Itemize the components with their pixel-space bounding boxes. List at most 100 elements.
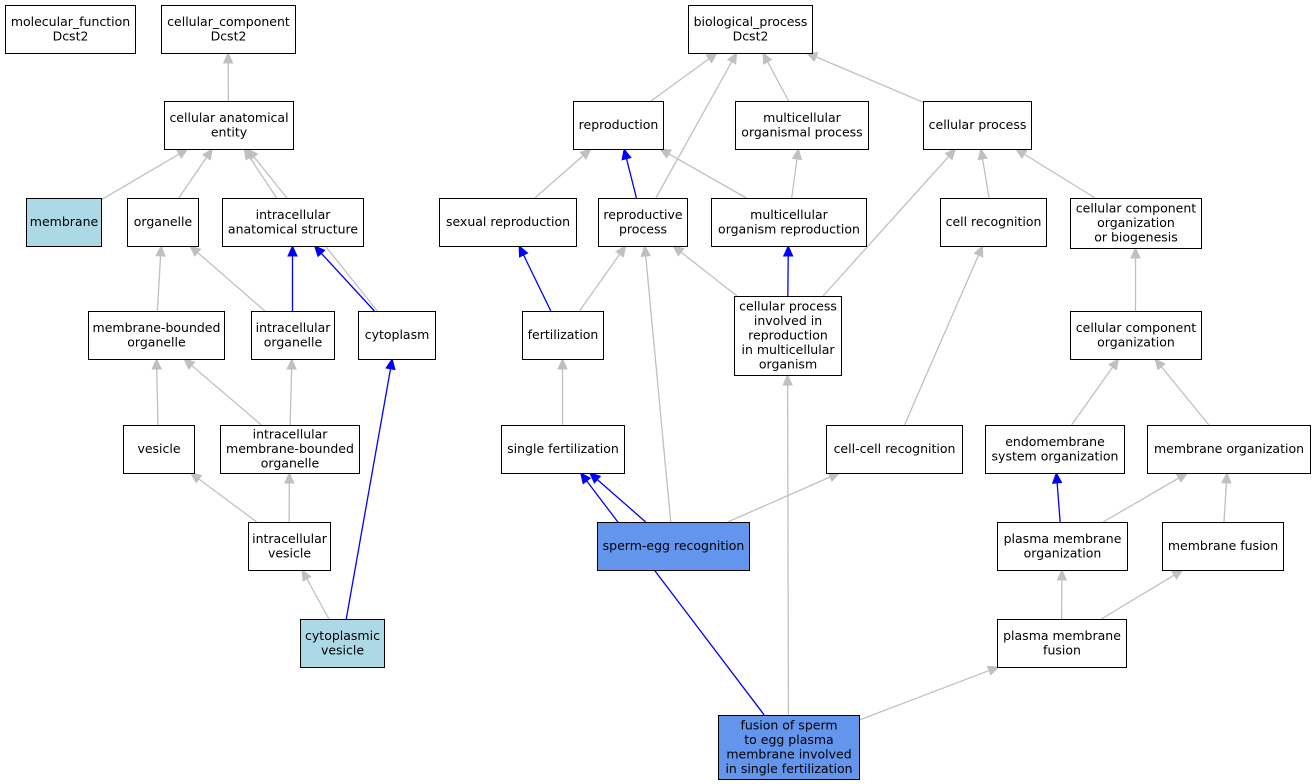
edge-mbo-to-organelle xyxy=(155,244,166,312)
edge-arrowhead xyxy=(313,245,326,258)
node-box xyxy=(1147,425,1311,474)
node-label: organelle xyxy=(264,334,323,349)
edge-line xyxy=(596,479,647,523)
edge-cpir-to-repproc xyxy=(672,245,738,297)
node-memfus[interactable]: membrane fusion xyxy=(1162,522,1284,571)
edge-arrowhead xyxy=(201,147,213,161)
node-box xyxy=(985,425,1125,474)
node-box xyxy=(826,425,963,474)
node-box xyxy=(220,425,360,474)
node-organelle[interactable]: organelle xyxy=(127,198,199,247)
node-box xyxy=(718,715,860,780)
node-label: process xyxy=(619,221,667,236)
node-sfert[interactable]: single fertilization xyxy=(501,425,625,474)
node-label: intracellular xyxy=(253,427,329,442)
edge-imbo-to-mbo xyxy=(183,358,262,426)
edge-arrowhead xyxy=(385,357,396,371)
node-label: plasma membrane xyxy=(1003,628,1121,643)
edge-line xyxy=(645,255,672,523)
edge-line xyxy=(197,252,266,312)
node-label: endomembrane xyxy=(1005,434,1105,449)
node-cp[interactable]: cellular process xyxy=(923,101,1032,150)
edge-arrowhead xyxy=(301,568,312,582)
node-memorg[interactable]: membrane organization xyxy=(1147,425,1311,474)
node-ccr[interactable]: cell-cell recognition xyxy=(826,425,963,474)
node-repro[interactable]: reproduction xyxy=(573,101,664,150)
node-label: or biogenesis xyxy=(1094,230,1178,245)
node-label: Dcst2 xyxy=(53,28,89,43)
node-box xyxy=(923,101,1032,150)
edge-line xyxy=(680,251,738,297)
node-label: membrane involved xyxy=(726,746,851,761)
edge-sfert-to-fert xyxy=(557,357,568,425)
node-label: Dcst2 xyxy=(211,28,247,43)
edge-line xyxy=(727,476,831,523)
node-label: multicellular xyxy=(750,207,829,222)
node-cyto[interactable]: cytoplasm xyxy=(358,311,436,360)
edge-cyto-to-ias xyxy=(313,245,375,312)
edge-arrowhead xyxy=(246,148,259,161)
edge-arrowhead xyxy=(286,357,297,370)
edge-mor-to-mop xyxy=(791,147,803,199)
node-label: organelle xyxy=(261,456,320,471)
node-label: organelle xyxy=(127,334,186,349)
edge-line xyxy=(249,156,278,199)
node-fert[interactable]: fertilization xyxy=(522,311,604,360)
node-membrane[interactable]: membrane xyxy=(26,198,102,247)
edge-arrowhead xyxy=(1108,358,1120,371)
node-ser[interactable]: sperm-egg recognition xyxy=(597,522,750,571)
edge-vesicle-to-mbo xyxy=(151,357,163,426)
node-label: biological_process xyxy=(694,14,808,29)
node-cellrec[interactable]: cell recognition xyxy=(940,198,1047,247)
edge-line xyxy=(289,368,293,426)
node-label: cell recognition xyxy=(946,214,1042,229)
edge-cae-to-cc xyxy=(222,51,234,102)
edge-ser-to-sfert xyxy=(588,472,647,523)
edge-arrowhead xyxy=(977,147,988,161)
edge-arrowhead xyxy=(782,373,793,386)
node-label: intracellular xyxy=(252,531,328,546)
node-label: cellular_component xyxy=(167,14,290,29)
edge-iv-to-imbo xyxy=(284,471,295,523)
edge-arrowhead xyxy=(615,245,627,258)
node-vesicle[interactable]: vesicle xyxy=(123,425,195,474)
edge-line xyxy=(650,58,710,102)
edge-line xyxy=(156,368,159,426)
node-label: membrane-bounded xyxy=(93,320,221,335)
edge-arrowhead xyxy=(659,148,672,159)
edge-line xyxy=(767,61,790,102)
node-box xyxy=(161,5,296,54)
edge-organelle-to-cae xyxy=(178,147,213,199)
edge-arrowhead xyxy=(1014,148,1028,160)
node-sexrep[interactable]: sexual reproduction xyxy=(439,198,577,247)
node-label: organization xyxy=(1024,545,1102,560)
node-label: to egg plasma xyxy=(744,732,833,747)
edge-arrowhead xyxy=(944,148,957,161)
edge-line xyxy=(981,158,990,199)
node-label: cell-cell recognition xyxy=(834,441,956,456)
node-box xyxy=(123,425,195,474)
edge-io-to-ias xyxy=(287,244,298,311)
node-box xyxy=(940,198,1047,247)
